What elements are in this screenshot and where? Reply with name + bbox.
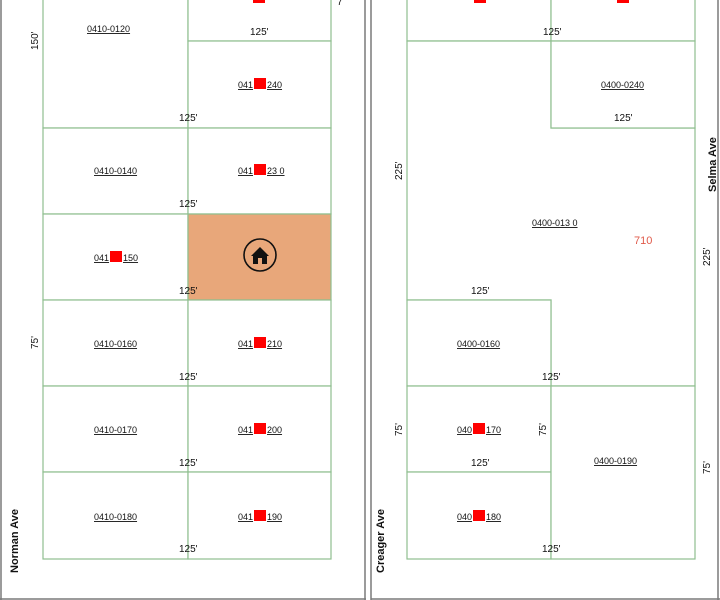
red-square-marker xyxy=(254,510,266,521)
parcel-0410-0180[interactable] xyxy=(42,471,189,560)
parcel-id: 041 xyxy=(238,166,253,176)
red-square-marker xyxy=(254,78,266,89)
dimension-label: 125' xyxy=(179,113,198,124)
parcel-id: 0410-0180 xyxy=(94,512,137,522)
dimension-label: 125' xyxy=(179,286,198,297)
parcel-id: 170 xyxy=(486,425,501,435)
dimension-label: 75' xyxy=(30,336,41,349)
dimension-label: 75' xyxy=(702,461,713,474)
parcel-0410-0140[interactable] xyxy=(42,127,189,215)
parcel-id: 23 0 xyxy=(267,166,285,176)
parcel-right-top-right[interactable] xyxy=(550,0,696,42)
parcel-id: 200 xyxy=(267,425,282,435)
dimension-label: 7 xyxy=(337,0,343,8)
parcel-id: 0410-0170 xyxy=(94,425,137,435)
parcel-id: 041 xyxy=(238,80,253,90)
dimension-label: 150' xyxy=(30,31,41,50)
dimension-label: 225' xyxy=(394,161,405,180)
dimension-label: 75' xyxy=(538,423,549,436)
parcel-id: 180 xyxy=(486,512,501,522)
parcel-id: 040 xyxy=(457,512,472,522)
parcel-id: 210 xyxy=(267,339,282,349)
dimension-label: 75' xyxy=(394,423,405,436)
red-square-marker xyxy=(254,423,266,434)
red-square-marker xyxy=(474,0,486,3)
street-label-creager: Creager Ave xyxy=(375,509,387,573)
street-label-selma: Selma Ave xyxy=(707,137,719,192)
dimension-label: 125' xyxy=(250,27,269,38)
parcel-0400-0240[interactable] xyxy=(550,40,696,129)
dimension-label: 125' xyxy=(179,458,198,469)
dimension-label: 125' xyxy=(471,458,490,469)
parcel-id: 150 xyxy=(123,253,138,263)
right-parcel-labels: 0400-0240 0400-013 0 0400-0160 0400-0190… xyxy=(457,80,652,522)
red-square-marker xyxy=(254,164,266,175)
dimension-label: 225' xyxy=(702,247,713,266)
parcel-id: 190 xyxy=(267,512,282,522)
parcel-id: 041 xyxy=(238,425,253,435)
right-block xyxy=(406,0,696,560)
parcel-id: 041 xyxy=(238,512,253,522)
dimension-label: 125' xyxy=(542,544,561,555)
left-dimensions: 125' 125' 125' 125' 125' 125' 125' 150' … xyxy=(30,27,269,555)
parcel-id: 0400-0160 xyxy=(457,339,500,349)
parcel-0410-0190[interactable] xyxy=(187,471,332,560)
parcel-id: 0410-0120 xyxy=(87,24,130,34)
parcel-0400-0190[interactable] xyxy=(550,385,696,560)
parcel-id: 0400-0190 xyxy=(594,456,637,466)
parcel-0410-0120[interactable] xyxy=(42,0,189,129)
parcel-id: 0410-0160 xyxy=(94,339,137,349)
left-block xyxy=(42,0,332,560)
street-label-norman: Norman Ave xyxy=(9,509,21,573)
parcel-id: 041 xyxy=(94,253,109,263)
dimension-label: 125' xyxy=(614,113,633,124)
parcel-id: 0400-0240 xyxy=(601,80,644,90)
dimension-label: 125' xyxy=(179,544,198,555)
parcel-0400-0160[interactable] xyxy=(406,299,552,387)
parcel-id: 0400-013 0 xyxy=(532,218,578,228)
parcel-id: 040 xyxy=(457,425,472,435)
parcel-right-top-left[interactable] xyxy=(406,0,552,42)
home-icon[interactable] xyxy=(243,238,277,272)
street-labels: Norman Ave Creager Ave Selma Ave xyxy=(9,137,719,573)
red-square-marker xyxy=(110,251,122,262)
parcel-id: 0410-0140 xyxy=(94,166,137,176)
dimension-label: 125' xyxy=(179,372,198,383)
dimension-label: 125' xyxy=(542,372,561,383)
red-square-marker xyxy=(254,337,266,348)
selected-parcel[interactable] xyxy=(187,213,332,301)
parcel-id: 240 xyxy=(267,80,282,90)
parcel-id: 041 xyxy=(238,339,253,349)
red-square-marker xyxy=(473,510,485,521)
left-parcel-labels: 0410-0120 0410-0140 0410-0160 0410-0170 … xyxy=(87,24,285,522)
dimension-label: 125' xyxy=(179,199,198,210)
red-square-marker xyxy=(617,0,629,3)
top-cutoff-labels: 7 xyxy=(253,0,629,8)
address-label: 710 xyxy=(634,235,652,247)
dimension-label: 125' xyxy=(471,286,490,297)
red-square-marker xyxy=(473,423,485,434)
right-dimensions: 125' 125' 125' 125' 125' 125' 225' 75' 7… xyxy=(394,27,713,555)
red-square-marker xyxy=(253,0,265,3)
dimension-label: 125' xyxy=(543,27,562,38)
